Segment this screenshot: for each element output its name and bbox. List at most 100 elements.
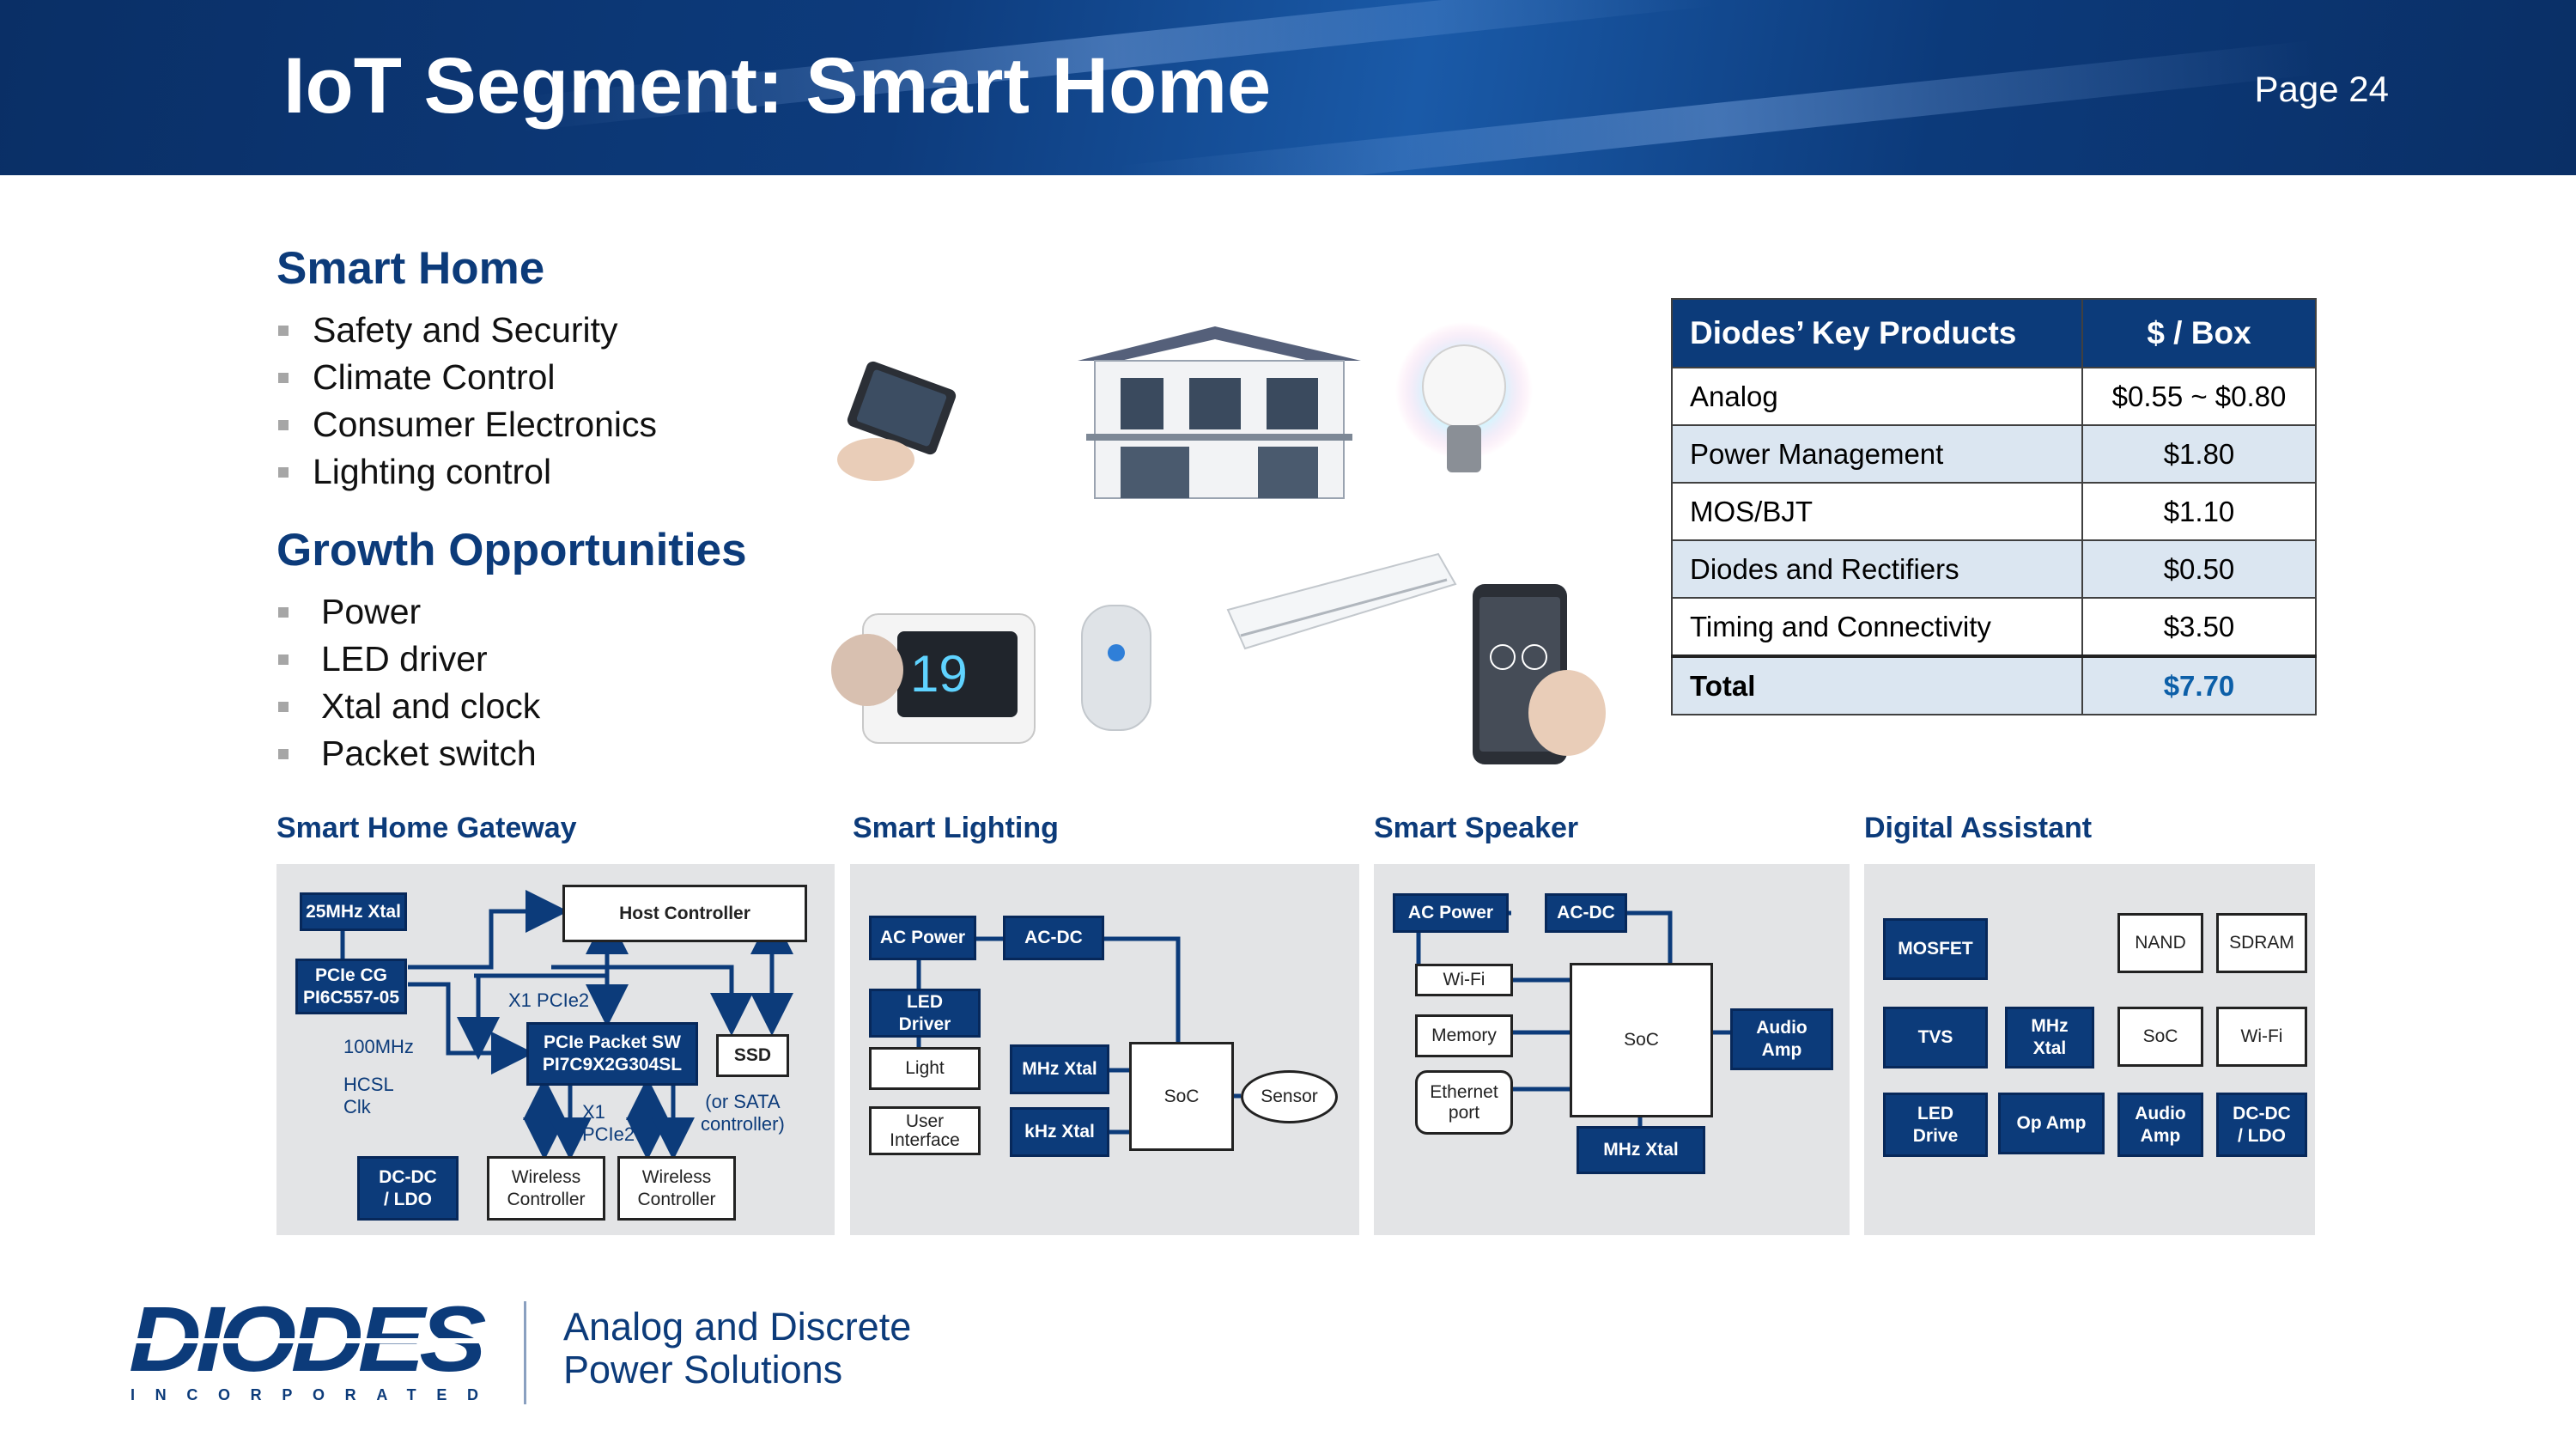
list-item-text: LED driver [321, 639, 488, 679]
list-item: Xtal and clock [276, 683, 540, 730]
mosfet-block: MOSFET [1883, 918, 1988, 980]
light-block: Light [869, 1047, 981, 1090]
sdram-block: SDRAM [2216, 913, 2307, 973]
growth-heading: Growth Opportunities [276, 525, 747, 575]
tvs-block: TVS [1883, 1007, 1988, 1068]
nand-block: NAND [2117, 913, 2203, 973]
ssd-block: SSD [716, 1034, 789, 1077]
table-cell: Analog [1671, 367, 2083, 426]
table-cell: $3.50 [2081, 597, 2317, 657]
wifi-block: Wi-Fi [2216, 1007, 2307, 1067]
list-item: Consumer Electronics [276, 401, 657, 448]
table-cell: $1.80 [2081, 424, 2317, 484]
smart-home-heading: Smart Home [276, 243, 545, 294]
lighting-diagram: AC Power AC-DC LED Driver Light User Int… [850, 864, 1359, 1235]
bullet-icon [278, 749, 289, 759]
table-header: $ / Box [2081, 298, 2317, 368]
table-cell: Power Management [1671, 424, 2083, 484]
table-total-row: Total $7.70 [1671, 654, 2317, 715]
table-cell: MOS/BJT [1671, 482, 2083, 541]
list-item: Power [276, 588, 540, 636]
audio-amp-block: Audio Amp [1730, 1008, 1833, 1070]
wireless-controller-block: Wireless Controller [487, 1156, 605, 1221]
gateway-diagram: 25MHz Xtal PCIe CG PI6C557-05 Host Contr… [276, 864, 835, 1235]
ac-dc-block: AC-DC [1545, 893, 1627, 933]
ac-power-block: AC Power [869, 916, 976, 960]
clock-label: HCSL Clk [343, 1074, 394, 1117]
list-item-text: Packet switch [321, 734, 537, 773]
bullet-icon [278, 467, 289, 478]
list-item-text: Safety and Security [313, 310, 618, 350]
smart-home-illustration: 19 [794, 322, 1606, 773]
list-item-text: Climate Control [313, 357, 556, 397]
led-drive-block: LED Drive [1883, 1093, 1988, 1157]
header-banner: IoT Segment: Smart Home Page 24 [0, 0, 2576, 175]
pcie-label: X1 PCIe2 [582, 1101, 635, 1145]
table-cell: $7.70 [2081, 654, 2317, 715]
host-controller-block: Host Controller [562, 885, 807, 942]
tablet-icon [837, 361, 957, 481]
list-item-text: Consumer Electronics [313, 405, 658, 444]
bullet-icon [278, 326, 289, 336]
audio-amp-block: Audio Amp [2117, 1093, 2203, 1157]
house-icon [1078, 326, 1361, 499]
op-amp-block: Op Amp [1998, 1093, 2105, 1154]
mhz-xtal-block: MHz Xtal [1010, 1044, 1109, 1094]
list-item-text: Lighting control [313, 452, 552, 491]
mhz-xtal-block: MHz Xtal [2005, 1007, 2094, 1068]
dcdc-block: DC-DC / LDO [2216, 1093, 2307, 1157]
speaker-title: Smart Speaker [1374, 812, 1579, 844]
soc-block: SoC [1129, 1042, 1234, 1151]
tagline-line: Power Solutions [563, 1348, 843, 1391]
table-cell: $0.55 ~ $0.80 [2081, 367, 2317, 426]
gateway-title: Smart Home Gateway [276, 812, 577, 844]
table-row: Diodes and Rectifiers $0.50 [1671, 539, 2317, 599]
led-driver-block: LED Driver [869, 989, 981, 1038]
user-interface-block: User Interface [869, 1106, 981, 1155]
mhz-xtal-block: MHz Xtal [1577, 1126, 1705, 1174]
assistant-diagram: MOSFET NAND SDRAM TVS MHz Xtal SoC Wi-Fi… [1864, 864, 2315, 1235]
speaker-icon [1081, 605, 1151, 731]
list-item: Lighting control [276, 448, 657, 496]
list-item: LED driver [276, 636, 540, 683]
bullet-icon [278, 607, 289, 618]
table-cell: Timing and Connectivity [1671, 597, 2083, 657]
pcie-label: X1 PCIe2 [508, 989, 590, 1011]
table-row: Analog $0.55 ~ $0.80 [1671, 367, 2317, 426]
logo-wordmark: DIODES [129, 1304, 485, 1391]
clock-label: 100MHz [343, 1036, 414, 1057]
diodes-logo: DIODES INCORPORATED [129, 1304, 489, 1403]
ac-power-block: AC Power [1393, 893, 1509, 933]
list-item: Safety and Security [276, 307, 657, 354]
table-row: Timing and Connectivity $3.50 [1671, 597, 2317, 657]
bullet-icon [278, 702, 289, 712]
page-number: Page 24 [2254, 69, 2389, 109]
banner-streak [1117, 40, 2318, 175]
table-cell: $0.50 [2081, 539, 2317, 599]
soc-block: SoC [1570, 963, 1713, 1117]
wifi-block: Wi-Fi [1415, 964, 1513, 996]
list-item-text: Xtal and clock [321, 686, 541, 726]
sensor-block: Sensor [1241, 1070, 1338, 1123]
bullet-icon [278, 373, 289, 383]
key-products-table: Diodes’ Key Products $ / Box Analog $0.5… [1671, 298, 2317, 715]
table-cell: $1.10 [2081, 482, 2317, 541]
pcie-cg-block: PCIe CG PI6C557-05 [295, 959, 407, 1014]
table-header: Diodes’ Key Products [1671, 298, 2083, 368]
list-item: Packet switch [276, 730, 540, 777]
table-row: Power Management $1.80 [1671, 424, 2317, 484]
assistant-title: Digital Assistant [1864, 812, 2093, 844]
packet-switch-block: PCIe Packet SW PI7C9X2G304SL [526, 1022, 698, 1086]
sata-label: (or SATA controller) [701, 1091, 785, 1135]
page-title: IoT Segment: Smart Home [283, 42, 1272, 130]
khz-xtal-block: kHz Xtal [1010, 1107, 1109, 1157]
ac-dc-block: AC-DC [1003, 916, 1104, 960]
speaker-diagram: AC Power AC-DC Wi-Fi Memory Ethernet por… [1374, 864, 1850, 1235]
dcdc-block: DC-DC / LDO [357, 1156, 459, 1221]
smart-home-list: Safety and Security Climate Control Cons… [276, 307, 657, 496]
memory-block: Memory [1415, 1014, 1513, 1057]
bulb-icon [1395, 322, 1533, 472]
list-item-text: Power [321, 592, 422, 631]
xtal-block: 25MHz Xtal [300, 892, 407, 931]
phone-icon [1473, 584, 1606, 764]
